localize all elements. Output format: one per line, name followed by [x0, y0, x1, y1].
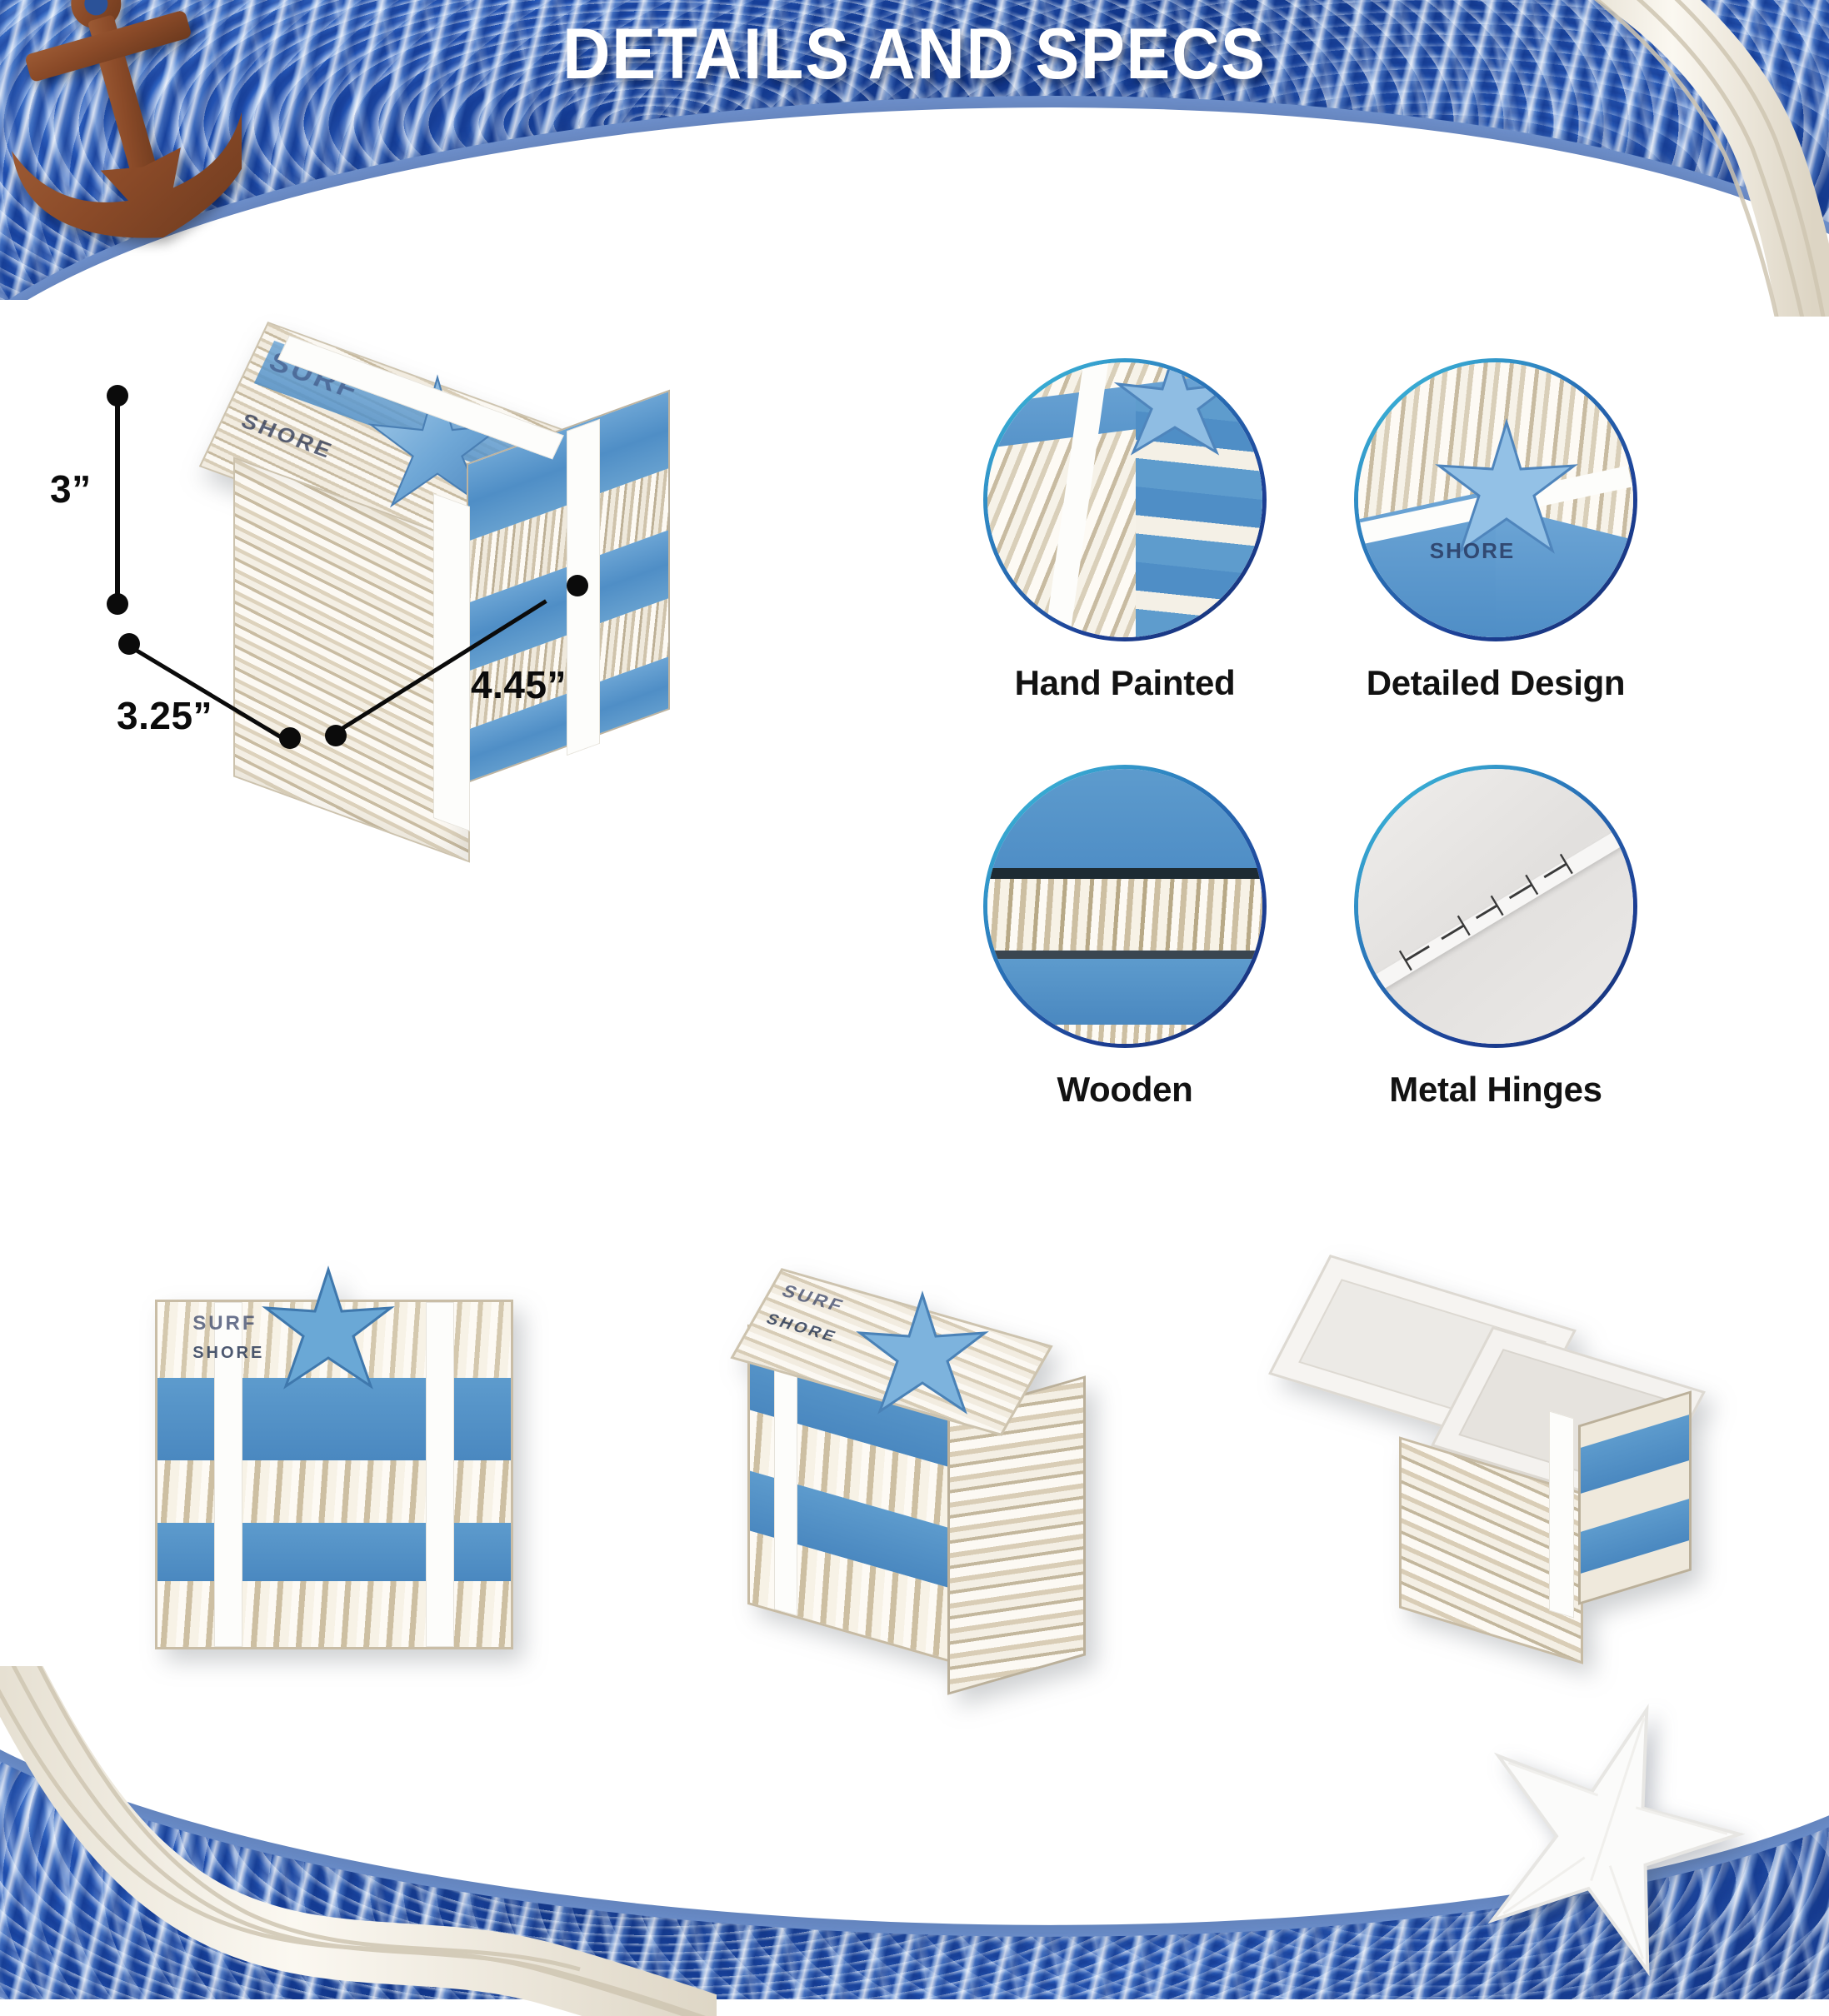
anchor-icon — [12, 0, 242, 238]
starfish-icon — [262, 1265, 395, 1390]
gallery-item-open[interactable] — [1257, 1255, 1724, 1691]
feature-label: Metal Hinges — [1389, 1070, 1602, 1109]
starfish-icon — [1487, 1704, 1746, 1977]
dim-height-label: 3” — [50, 467, 92, 511]
dim-depth-dot-b — [279, 727, 301, 749]
starfish-icon — [856, 1290, 990, 1415]
feature-ring — [1354, 765, 1637, 1048]
box-corner-closeup-photo — [987, 362, 1262, 637]
feature-label: Wooden — [1057, 1070, 1193, 1109]
feature-hand-painted[interactable]: Hand Painted — [983, 358, 1267, 703]
feature-ring: SHORE — [1354, 358, 1637, 641]
rope-icon — [0, 1666, 717, 2016]
header-band — [0, 0, 1829, 300]
wood-plank-closeup-photo — [987, 769, 1262, 1044]
feature-ring — [983, 358, 1267, 641]
dim-width-label: 4.45” — [471, 663, 567, 706]
gallery-item-front[interactable]: SURF SHORE — [105, 1265, 572, 1691]
dim-height-dot-top — [107, 385, 128, 407]
dim-height-line — [115, 393, 120, 601]
feature-label: Hand Painted — [1014, 663, 1236, 702]
dim-depth-dot-a — [118, 633, 140, 655]
hero-product-figure: SURF SHORE — [50, 322, 958, 1075]
feature-ring — [983, 765, 1267, 1048]
page-title: DETAILS AND SPECS — [562, 14, 1267, 94]
dim-depth-label: 3.25” — [117, 694, 213, 737]
product-gallery: SURF SHORE SURF — [0, 1255, 1829, 1708]
rope-icon — [1594, 0, 1829, 317]
feature-row-2: Wooden Metal Hinges — [983, 765, 1817, 1110]
lid-text-secondary: SHORE — [237, 409, 337, 463]
metal-hinge-closeup-photo — [1358, 769, 1633, 1044]
feature-grid: Hand Painted SHORE Detailed Desi — [983, 358, 1817, 1110]
product-box-illustration: SURF SHORE — [183, 322, 783, 941]
feature-row-1: Hand Painted SHORE Detailed Desi — [983, 358, 1817, 703]
feature-metal-hinges[interactable]: Metal Hinges — [1354, 765, 1637, 1110]
dim-width-dot-b — [325, 725, 347, 746]
starfish-lid-closeup-photo: SHORE — [1358, 362, 1633, 637]
feature-detailed-design[interactable]: SHORE Detailed Design — [1354, 358, 1637, 703]
gallery-item-angled[interactable]: SURF SHORE — [681, 1268, 1147, 1695]
feature-label: Detailed Design — [1366, 663, 1626, 702]
dim-width-dot-a — [567, 575, 588, 596]
dim-height-dot-bottom — [107, 593, 128, 615]
feature-wooden[interactable]: Wooden — [983, 765, 1267, 1110]
